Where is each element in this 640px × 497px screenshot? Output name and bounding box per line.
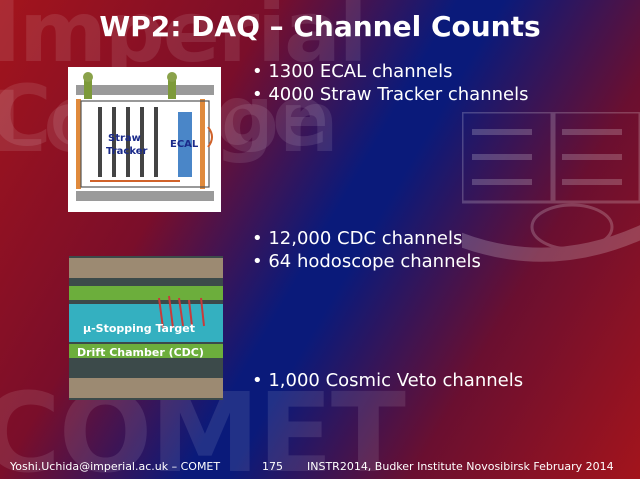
figure-label-cdc: Drift Chamber (CDC)	[77, 346, 204, 359]
straw-tracker-ecal-figure: Straw Tracker ECAL	[68, 67, 221, 212]
slide-title: WP2: DAQ – Channel Counts	[99, 10, 541, 43]
college-crest-icon	[462, 112, 640, 262]
figure-label-ecal: ECAL	[170, 139, 199, 150]
bullet-list-top: • 1300 ECAL channels • 4000 Straw Tracke…	[252, 60, 529, 106]
figure-label-target: μ-Stopping Target	[83, 322, 195, 335]
detector-schematic-diagram: Straw Tracker ECAL	[76, 72, 214, 201]
bullet-ecal-channels: • 1300 ECAL channels	[252, 61, 453, 82]
bullet-list-bottom: • 1,000 Cosmic Veto channels	[252, 369, 523, 392]
cdc-stopping-target-figure: μ-Stopping Target Drift Chamber (CDC)	[69, 256, 223, 400]
footer-page-number: 175	[262, 460, 283, 473]
cdc-schematic-diagram: μ-Stopping Target Drift Chamber (CDC)	[69, 256, 223, 400]
bullet-list-middle: • 12,000 CDC channels • 64 hodoscope cha…	[252, 227, 481, 273]
footer-conference: INSTR2014, Budker Institute Novosibirsk …	[307, 460, 614, 473]
bullet-hodoscope-channels: • 64 hodoscope channels	[252, 251, 481, 272]
bullet-straw-tracker-channels: • 4000 Straw Tracker channels	[252, 84, 529, 105]
footer-author: Yoshi.Uchida@imperial.ac.uk – COMET	[10, 460, 221, 473]
bullet-cosmic-veto-channels: • 1,000 Cosmic Veto channels	[252, 370, 524, 391]
bullet-cdc-channels: • 12,000 CDC channels	[252, 228, 463, 249]
figure-label-tracker: Tracker	[106, 146, 147, 157]
watermark-imperial-college: Imperial College	[0, 0, 368, 158]
figure-label-straw: Straw	[108, 133, 141, 144]
